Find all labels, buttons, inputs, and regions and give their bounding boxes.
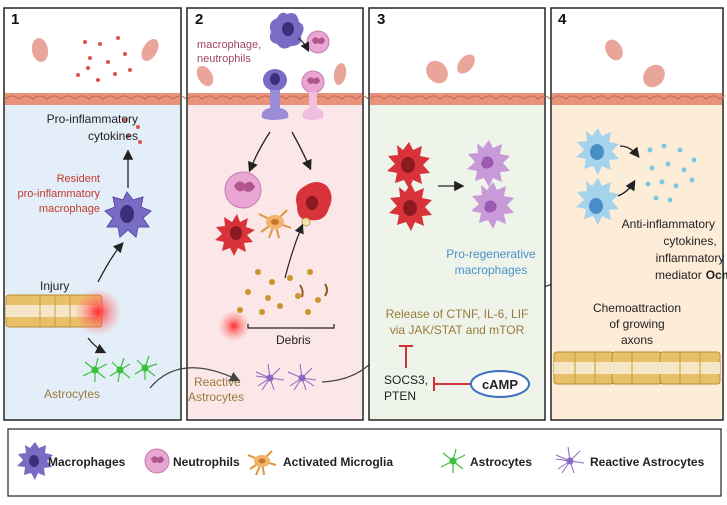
arrow	[284, 223, 304, 279]
chemo-label-line3: axons	[621, 333, 653, 347]
red-blood-cell	[605, 39, 623, 61]
injury-label: Injury	[40, 279, 69, 293]
astrocytes	[82, 355, 158, 383]
legend-astrocytes-label: Astrocytes	[470, 455, 532, 469]
arrow	[617, 179, 636, 197]
mediator-label: mediator Ocm	[655, 268, 727, 282]
legend-microglia-label: Activated Microglia	[283, 455, 393, 469]
pro-regenerative-macrophage	[471, 182, 514, 229]
panel-3: 3 Pro-regenerative macrophages Release o…	[368, 7, 551, 421]
macrophage	[269, 12, 304, 49]
activated-macrophage	[215, 214, 255, 256]
macrophage-transmigrating	[261, 69, 289, 120]
anti-inflammatory-macrophage	[576, 178, 619, 225]
panel-2: 2 macrophage, neutrophils	[186, 7, 369, 421]
legend: Macrophages Neutrophils Activated Microg…	[7, 428, 722, 497]
socs-label-line1: SOCS3,	[384, 373, 428, 387]
astrocytes-label: Astrocytes	[44, 387, 100, 401]
injury-glow	[218, 310, 250, 342]
resident-label-line3: macrophage	[39, 203, 100, 215]
red-blood-cell	[333, 63, 347, 85]
red-blood-cell	[141, 39, 159, 61]
panel-number: 1	[11, 11, 19, 28]
panel-3-tissue-bg	[370, 104, 544, 419]
panel-number: 4	[558, 11, 567, 28]
microglia-legend-icon	[247, 450, 277, 476]
chemo-label-line1: Chemoattraction	[593, 301, 681, 315]
neutrophil-transmigrating	[301, 70, 325, 120]
cytokine-dots	[76, 36, 142, 144]
panel-1: 1 Pro-inflammatory cytokines Resident pr…	[3, 7, 187, 421]
resident-label-line1: Resident	[57, 173, 100, 185]
mediator-prefix: mediator	[655, 268, 702, 282]
socs-label-line2: PTEN	[384, 389, 416, 403]
mediator-bold: Ocm	[706, 268, 727, 282]
reactive-label-line1: Reactive	[194, 375, 241, 389]
astrocyte-legend-icon	[440, 448, 466, 473]
pro-regenerative-macrophage	[467, 140, 510, 187]
pro-regen-label-line1: Pro-regenerative	[446, 247, 536, 261]
activated-microglia	[258, 209, 292, 239]
panel-number: 2	[195, 11, 203, 28]
macrophage-legend-icon	[17, 442, 53, 480]
legend-neutrophils-label: Neutrophils	[173, 455, 240, 469]
reactive-astrocyte-legend-icon	[555, 446, 585, 474]
release-label-line2: via JAK/STAT and mTOR	[390, 323, 525, 337]
debris-label: Debris	[276, 333, 311, 347]
pro-regen-label-line2: macrophages	[455, 263, 528, 277]
cells-label-line1: macrophage,	[197, 39, 261, 51]
pro-inflammatory-macrophage	[387, 142, 430, 189]
red-blood-cell	[31, 38, 49, 62]
endothelium	[4, 93, 187, 105]
neutrophil-legend-icon	[144, 448, 170, 474]
neutrophil	[224, 171, 262, 209]
release-label-line1: Release of CTNF, IL-6, LIF	[386, 307, 529, 321]
inhibition-camp	[433, 377, 470, 391]
resident-macrophage	[104, 191, 152, 238]
anti-inflammatory-macrophage	[576, 128, 619, 175]
reactive-astrocytes	[255, 363, 317, 391]
panel-2-tissue-bg	[188, 104, 362, 419]
red-blood-cell	[457, 54, 475, 74]
endothelium	[551, 93, 725, 105]
arrow	[291, 131, 312, 171]
panel-4: 4 Anti-inflammatory cytokines, inflammat…	[550, 7, 727, 421]
arrow	[149, 367, 241, 389]
pro-inflammatory-macrophage	[389, 184, 432, 231]
anti-label-line3: inflammatory	[656, 251, 725, 265]
neutrophil	[306, 30, 330, 54]
legend-reactive-label: Reactive Astrocytes	[590, 455, 705, 469]
arrow	[97, 242, 124, 283]
red-blood-cell	[643, 64, 665, 88]
chemo-label-line2: of growing	[609, 317, 664, 331]
growing-axons	[553, 351, 721, 385]
arrow	[87, 337, 107, 354]
arrow	[619, 145, 640, 159]
anti-label-line1: Anti-inflammatory	[622, 217, 715, 231]
injury-glow	[74, 288, 122, 336]
camp-badge	[470, 370, 530, 398]
red-blood-cell	[196, 65, 214, 87]
cells-label-line2: neutrophils	[197, 53, 251, 65]
cytokines-label-line1: Pro-inflammatory	[47, 112, 138, 126]
camp-label: cAMP	[482, 377, 518, 392]
cytokines-label-line2: cytokines	[88, 129, 138, 143]
arrow	[248, 131, 271, 173]
red-blood-cell	[426, 60, 448, 84]
injured-nerve	[5, 288, 122, 336]
legend-macrophages-label: Macrophages	[48, 455, 126, 469]
debris-bracket	[247, 324, 335, 329]
anti-inflammatory-cytokines	[645, 143, 697, 203]
anti-label-line2: cytokines,	[663, 234, 716, 248]
activated-macrophage	[296, 182, 332, 227]
resident-label-line2: pro-inflammatory	[17, 188, 100, 200]
panel-number: 3	[377, 11, 385, 28]
endothelium	[369, 93, 551, 105]
reactive-label-line2: Astrocytes	[188, 390, 244, 404]
inhibition-socs3	[399, 345, 413, 368]
debris	[237, 269, 328, 315]
arrow	[297, 37, 310, 53]
